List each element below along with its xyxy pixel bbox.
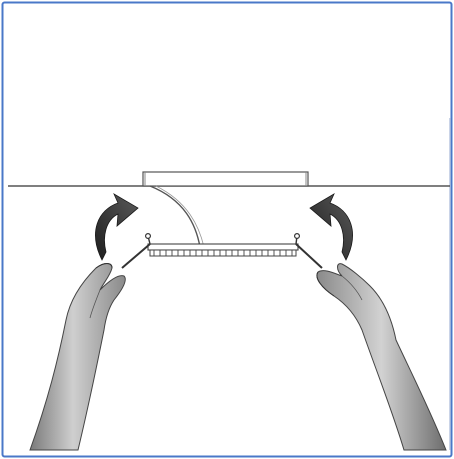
spring-clip-icon [121,233,323,269]
hand-icon [316,263,447,451]
arrow-curved-up-icon [309,193,353,261]
hand-icon [29,263,126,451]
arrow-curved-up-icon [95,193,139,261]
cutout-opening-icon [142,171,309,187]
power-cable [149,185,201,248]
led-panel-light-icon [147,243,299,257]
